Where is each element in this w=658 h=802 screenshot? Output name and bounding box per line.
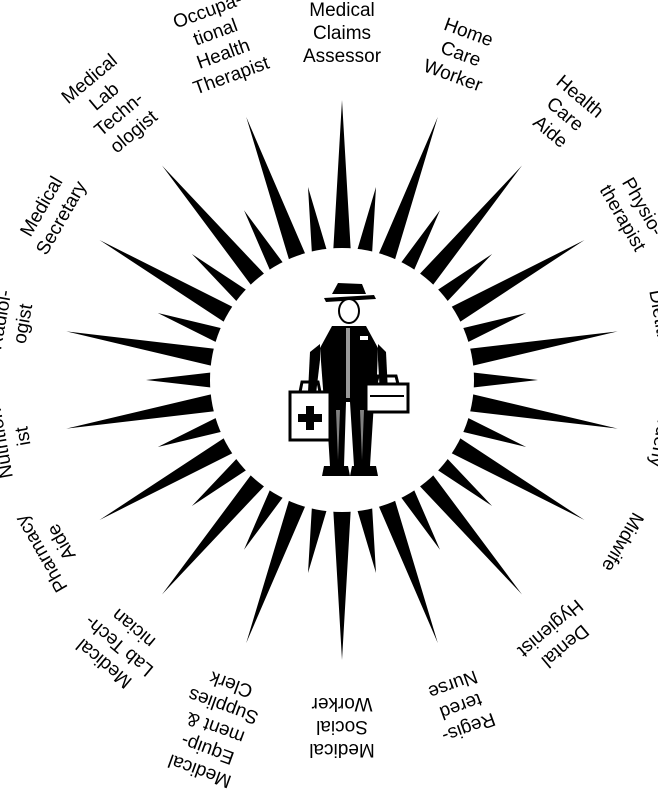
occupation-label-line: Orderly — [645, 404, 658, 469]
occupation-label: Radiol-ogist — [0, 288, 39, 355]
occupation-label-line: Social — [316, 716, 368, 737]
occupation-label-line: Medical — [309, 0, 374, 21]
occupation-label-line: ist — [11, 424, 35, 447]
occupation-label: Midwife — [597, 509, 647, 575]
occupation-label: Physio-therapist — [595, 170, 658, 256]
occupation-label-line: ogist — [10, 302, 38, 346]
occupation-label-line: Claims — [313, 23, 371, 44]
occupation-label: Dietitian — [644, 288, 658, 359]
occupation-label-line: Worker — [311, 693, 373, 714]
occupation-label-line: Medical — [309, 739, 374, 760]
occupation-label-line: Midwife — [597, 509, 647, 575]
occupation-label-line: Assessor — [303, 46, 382, 67]
occupation-label-line: Dietitian — [644, 288, 658, 359]
occupation-label: Orderly — [645, 404, 658, 469]
occupation-label: Nutrition-ist — [0, 396, 40, 480]
